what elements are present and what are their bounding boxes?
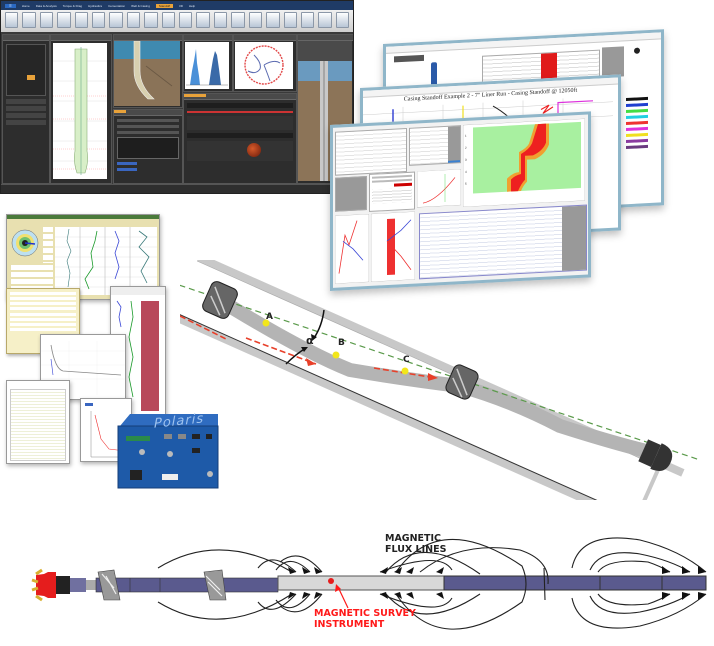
ribbon-button[interactable] xyxy=(179,12,193,28)
gamma-log-chart xyxy=(111,287,165,411)
gray-panel xyxy=(335,176,367,212)
svg-text:5: 5 xyxy=(465,182,467,186)
params-table xyxy=(409,125,461,166)
menu-tab[interactable]: Hydraulics xyxy=(88,3,103,8)
toolbar xyxy=(394,54,424,63)
input-table xyxy=(335,127,407,176)
ribbon-button[interactable] xyxy=(161,12,176,28)
svg-text:1: 1 xyxy=(465,134,467,138)
svg-text:2: 2 xyxy=(465,146,467,150)
polar-plot-chart xyxy=(235,42,293,89)
ribbon-button[interactable] xyxy=(231,12,245,28)
menu-tab-active[interactable]: Standoff xyxy=(155,3,174,8)
torque-sphere-icon xyxy=(247,143,261,157)
readout-values xyxy=(43,227,53,263)
well-schematic-chart xyxy=(53,43,107,179)
ribbon-button[interactable] xyxy=(5,12,19,28)
standoff-heatmap: 1 2 3 4 5 xyxy=(463,118,585,208)
properties-panel xyxy=(2,34,50,184)
angle-alpha-label: α xyxy=(306,334,314,347)
centralizer-icon xyxy=(202,281,238,319)
drill-bit-icon xyxy=(31,568,96,602)
float-shoe-icon xyxy=(638,439,673,471)
ribbon-button[interactable] xyxy=(300,12,315,28)
polaris-survey-device: Polaris xyxy=(114,411,222,490)
ribbon-button[interactable] xyxy=(109,12,123,28)
wellbore-3d-view xyxy=(114,40,180,106)
ribbon-button[interactable] xyxy=(74,12,89,28)
section-button[interactable] xyxy=(6,99,46,104)
ribbon-button[interactable] xyxy=(126,12,141,28)
ribbon-button[interactable] xyxy=(283,12,297,28)
point-label-b: B xyxy=(338,338,345,348)
drilling-software-screenshot: ☰ Home Data & Analysis Torque & Drag Hyd… xyxy=(0,0,354,194)
results-table xyxy=(369,171,415,212)
wellbore-3d-panel xyxy=(113,34,183,108)
ribbon-button[interactable] xyxy=(196,12,210,28)
section-button[interactable] xyxy=(6,106,46,111)
histogram-chart xyxy=(185,42,229,89)
drag-chart xyxy=(371,211,415,282)
summary-panel xyxy=(183,93,297,184)
ribbon-button[interactable] xyxy=(22,12,36,28)
ribbon-button[interactable] xyxy=(144,12,158,28)
menu-tab[interactable]: Torque & Drag xyxy=(62,3,83,8)
directional-survey-window xyxy=(6,380,70,464)
ribbon-button[interactable] xyxy=(92,12,106,28)
section-button[interactable] xyxy=(6,113,46,118)
menu-tab[interactable]: Data & Analysis xyxy=(35,3,57,8)
point-label-a: A xyxy=(266,312,273,322)
flux-lines xyxy=(157,537,707,630)
torque-chart xyxy=(335,213,369,284)
ribbon-button[interactable] xyxy=(39,12,54,28)
toolface-dial xyxy=(11,229,39,257)
svg-text:3: 3 xyxy=(465,158,467,162)
magnetic-survey-instrument-label: MAGNETIC SURVEY INSTRUMENT xyxy=(314,608,416,630)
menu-tab[interactable]: Well & Casing xyxy=(131,3,150,8)
log-tracks xyxy=(55,227,157,295)
chart-legend xyxy=(626,94,648,152)
stabilizer-icon xyxy=(203,569,227,601)
status-bar xyxy=(1,184,353,193)
ribbon-menubar: ☰ Home Data & Analysis Torque & Drag Hyd… xyxy=(1,1,353,10)
magnetic-flux-diagram xyxy=(31,537,707,630)
ribbon-button[interactable] xyxy=(248,12,263,28)
ribbon-button[interactable] xyxy=(318,12,332,28)
stabilizer-icon xyxy=(97,569,121,601)
ribbon-button[interactable] xyxy=(213,12,228,28)
flow-curve-chart xyxy=(417,169,461,208)
ribbon-button[interactable] xyxy=(57,12,71,28)
menu-tab[interactable]: Home xyxy=(21,3,30,8)
tool-schematic xyxy=(431,62,437,87)
point-label-c: C xyxy=(403,355,410,365)
centralizer-icon xyxy=(445,364,479,400)
app-menu-button[interactable]: ☰ xyxy=(5,3,16,8)
lateral-survey-chart xyxy=(41,341,125,395)
front-analysis-window: 1 2 3 4 5 xyxy=(330,111,591,292)
polar-plot-panel xyxy=(233,34,297,92)
ribbon-toolbar xyxy=(1,10,353,32)
results-panel xyxy=(113,109,183,184)
ribbon-button[interactable] xyxy=(266,12,280,28)
wellbore-centralizer-diagram xyxy=(180,260,701,500)
menu-tab[interactable]: 3D xyxy=(179,3,183,8)
histogram-panel xyxy=(183,34,233,92)
flux-lines-label: MAGNETIC FLUX LINES xyxy=(385,533,447,555)
section-button[interactable] xyxy=(6,120,46,125)
well-schematic-panel xyxy=(50,34,112,184)
uncertainty-chart xyxy=(85,403,126,458)
ribbon-button[interactable] xyxy=(335,12,350,28)
menu-tab[interactable]: Cementation xyxy=(108,3,126,8)
svg-text:4: 4 xyxy=(465,170,467,174)
menu-tab[interactable]: Help xyxy=(188,3,196,8)
